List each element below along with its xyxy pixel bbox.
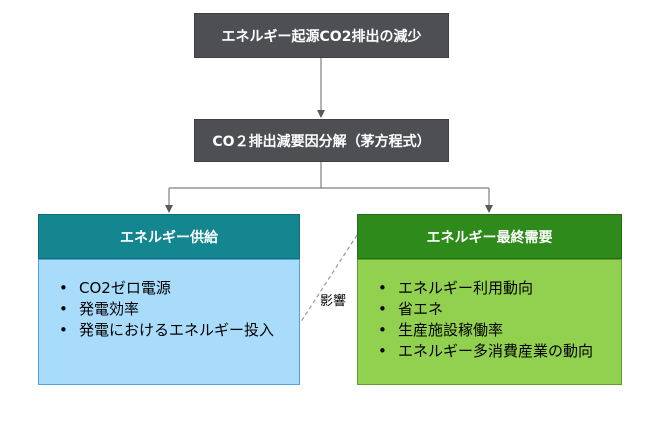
list-item: 発電におけるエネルギー投入: [59, 320, 299, 341]
supply-header: エネルギー供給: [38, 214, 300, 259]
supply-list: CO2ゼロ電源 発電効率 発電におけるエネルギー投入: [59, 278, 299, 341]
demand-list: エネルギー利用動向 省エネ 生産施設稼働率 エネルギー多消費産業の動向: [378, 278, 621, 362]
top-box-title: エネルギー起源CO2排出の減少: [221, 28, 422, 45]
top-box: エネルギー起源CO2排出の減少: [194, 13, 449, 58]
influence-dashed-arrow: [292, 234, 358, 335]
middle-box: CO２排出減要因分解（茅方程式）: [194, 119, 449, 162]
demand-title: エネルギー最終需要: [426, 229, 553, 246]
demand-header: エネルギー最終需要: [357, 214, 622, 259]
supply-title: エネルギー供給: [120, 229, 218, 246]
list-item: エネルギー利用動向: [378, 278, 621, 299]
influence-label: 影響: [320, 294, 347, 309]
demand-body: エネルギー利用動向 省エネ 生産施設稼働率 エネルギー多消費産業の動向: [357, 259, 622, 385]
list-item: エネルギー多消費産業の動向: [378, 341, 621, 362]
list-item: 生産施設稼働率: [378, 320, 621, 341]
middle-box-title: CO２排出減要因分解（茅方程式）: [212, 133, 431, 150]
supply-body: CO2ゼロ電源 発電効率 発電におけるエネルギー投入: [38, 259, 300, 385]
list-item: 発電効率: [59, 299, 299, 320]
list-item: CO2ゼロ電源: [59, 278, 299, 299]
list-item: 省エネ: [378, 299, 621, 320]
